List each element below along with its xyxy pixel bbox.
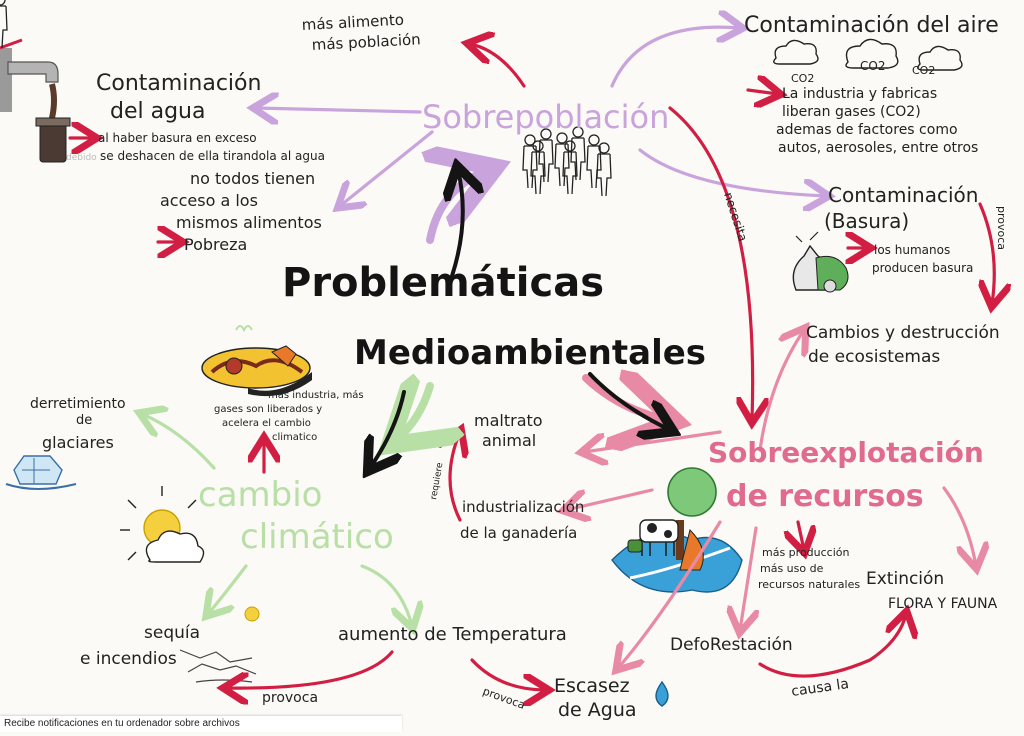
maltrato-line-1: maltrato (474, 411, 543, 430)
connector-temperatura-escasez (470, 658, 546, 690)
sequia-line-1: sequía (144, 623, 200, 643)
water-desc-1: al haber basura en exceso (98, 131, 257, 145)
extincion-line-2: FLORA Y FAUNA (888, 596, 998, 612)
food-line-1: no todos tienen (190, 169, 315, 188)
food-line-3: mismos alimentos (176, 213, 322, 232)
connector-cambio-sequia (208, 564, 248, 614)
ecosistemas-line-2: de ecosistemas (808, 347, 940, 367)
central-title-line-2: Medioambientales (354, 333, 706, 373)
sequia-line-2: e incendios (80, 649, 177, 669)
produccion-line-3: recursos naturales (758, 578, 860, 591)
produccion-line-2: más uso de (760, 562, 824, 575)
water-desc-prefix: debido (66, 153, 97, 163)
ganaderia-line-2: de la ganadería (460, 524, 577, 542)
water-title-2: del agua (110, 99, 205, 124)
water-desc-2: se deshacen de ella tirandola al agua (100, 149, 325, 163)
co2-cloud-icons (773, 38, 963, 71)
water-title-1: Contaminación (96, 71, 261, 96)
basura-title-2: (Basura) (824, 209, 909, 233)
connector-sobrepoblacion-aire (610, 27, 740, 88)
central-title-line-1: Problemáticas (282, 260, 604, 306)
food-line-2: acceso a los (160, 191, 258, 210)
connector-produccion (798, 520, 804, 550)
connector-sobrepoblacion-alimentos (340, 130, 434, 206)
sobrepoblacion-note-2: más población (311, 30, 421, 54)
sobrepoblacion-note-1: más alimento (301, 11, 404, 34)
industry-line-3: acelera el cambio (222, 418, 311, 429)
connector-basura-ecosistemas (980, 202, 994, 304)
basura-title-1: Contaminación (828, 183, 978, 207)
escasez-line-1: Escasez (554, 675, 630, 697)
connector-extincion (942, 486, 976, 566)
connector-requiere (450, 432, 460, 522)
connector-maltrato (584, 430, 722, 452)
glaciares-line-2: de (76, 413, 92, 428)
maltrato-line-2: animal (482, 431, 536, 450)
cambio-title-1: cambio (198, 475, 322, 515)
air-title: Contaminación del aire (744, 13, 999, 38)
basura-desc-1: los humanos (874, 243, 950, 257)
connector-sobrepoblacion-alimento (470, 44, 526, 88)
escasez-line-2: de Agua (558, 699, 637, 721)
co2-label-3: CO2 (912, 64, 935, 77)
connector-sobrepoblacion-basura (638, 148, 826, 196)
notification-banner[interactable]: Recibe notificaciones en tu ordenador so… (0, 716, 402, 732)
glacier-icon (5, 455, 77, 490)
faucet-icon (0, 38, 71, 163)
temperatura-label: aumento de Temperatura (338, 624, 567, 645)
necesita-label: necesita (721, 191, 750, 243)
sobreexplotacion-title-2: de recursos (726, 479, 924, 514)
produccion-line-1: más producción (762, 546, 850, 559)
glaciares-line-3: glaciares (42, 433, 114, 452)
causa-label: causa la (790, 676, 850, 700)
connector-sobrepoblacion-agua (256, 108, 422, 112)
extincion-line-1: Extinción (866, 569, 944, 589)
industry-icon (201, 325, 312, 397)
glaciares-line-1: derretimiento (30, 396, 126, 412)
provoca-label-1: provoca (262, 690, 318, 706)
sun-cloud-icon (120, 486, 205, 563)
ink-arrow-up (452, 170, 463, 278)
connector-causa-extincion (758, 614, 906, 678)
connector-deforestacion (740, 526, 756, 630)
water-drop-icon (655, 680, 669, 707)
air-desc-2: liberan gases (CO2) (782, 104, 921, 120)
sobreexplotacion-title-1: Sobreexplotación (708, 436, 984, 469)
co2-label-1: CO2 (791, 72, 814, 85)
basura-desc-2: producen basura (872, 261, 973, 275)
connector-cambio-glaciares (142, 414, 216, 470)
population-icon (0, 0, 612, 197)
air-desc-1: La industria y fabricas (782, 86, 937, 102)
livestock-landscape-icon (611, 467, 743, 593)
connector-cambio-temperatura (360, 564, 412, 626)
ink-arrow-down-left (370, 390, 406, 468)
connector-ganaderia (566, 488, 654, 510)
sobrepoblacion-title: Sobrepoblación (422, 98, 669, 136)
connector-central-cambio (396, 386, 430, 440)
air-desc-4: autos, aerosoles, entre otros (778, 140, 978, 156)
ink-arrow-down-right (588, 372, 670, 430)
co2-label-2: CO2 (860, 59, 885, 73)
cambio-title-2: climático (240, 517, 394, 557)
industry-line-2: gases son liberados y (214, 404, 322, 415)
basura-side-label: provoca (995, 206, 1008, 250)
industry-line-1: más industria, más (268, 389, 364, 401)
connector-aire-desc (746, 90, 778, 94)
connector-escasez (618, 520, 722, 668)
pobreza-label: Pobreza (184, 235, 247, 254)
connector-necesita (668, 106, 753, 420)
drought-icon (179, 606, 260, 683)
connector-temperatura-sequia (226, 650, 394, 688)
trash-bag-icon (792, 231, 849, 293)
ganaderia-line-1: industrialización (462, 498, 584, 516)
industry-line-4: climatico (272, 432, 317, 443)
air-desc-3: ademas de factores como (776, 122, 958, 138)
ecosistemas-line-1: Cambios y destrucción (806, 323, 1000, 343)
requiere-label: requiere (429, 461, 445, 500)
deforestacion-label: DefoRestación (670, 635, 793, 655)
connector-ecosistemas (758, 330, 804, 452)
